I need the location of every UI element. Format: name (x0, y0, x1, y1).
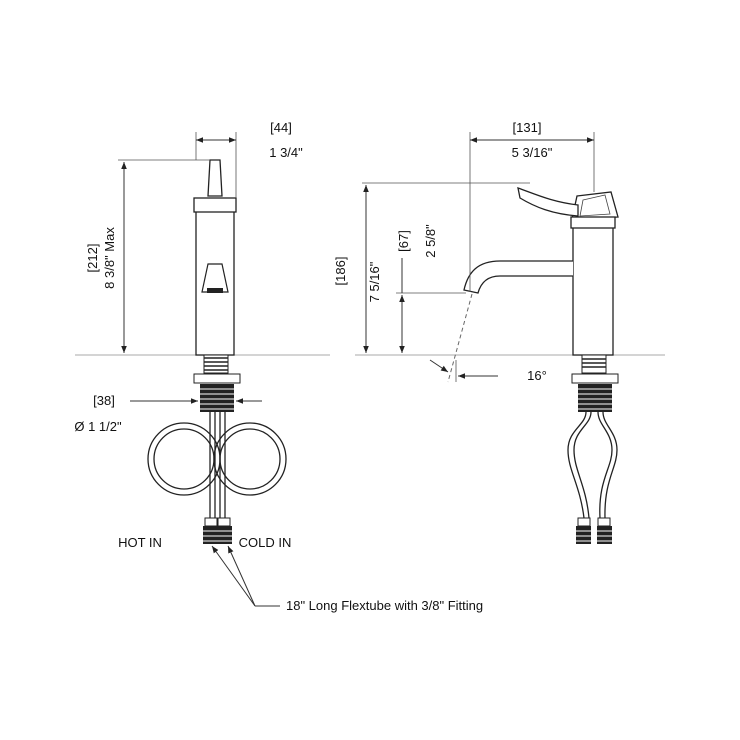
side-height-mm: [186] (333, 257, 348, 286)
front-shank-lower (200, 384, 234, 412)
side-flextubes (567, 411, 618, 519)
side-spout-height-in: 2 5/8" (423, 224, 438, 258)
side-spout-height-dimension: [67] 2 5/8" (396, 224, 466, 353)
front-shank-threads (204, 357, 228, 371)
cold-in-label: COLD IN (239, 535, 292, 550)
front-handle-lever (207, 159, 223, 197)
side-faucet-body (572, 226, 614, 356)
side-shank-lower (578, 384, 612, 412)
front-spout-aerator (201, 263, 229, 293)
side-view: [131] 5 3/16" [186] 7 5/16" [67] 2 5/8" … (333, 120, 665, 544)
side-spout-height-mm: [67] (396, 230, 411, 252)
side-mounting-nut (571, 373, 619, 384)
flextube-note: 18" Long Flextube with 3/8" Fitting (286, 598, 483, 613)
side-handle-base (570, 216, 616, 229)
front-top-width-mm: [44] (270, 120, 292, 135)
side-angle-dimension: 16° (429, 359, 547, 383)
front-base-dia-mm: [38] (93, 393, 115, 408)
side-reach-mm: [131] (513, 120, 542, 135)
side-water-stream (447, 293, 473, 383)
flextube-note-leaders (211, 545, 280, 607)
side-handle-lever (517, 187, 579, 217)
front-top-width-dimension: [44] 1 3/4" (195, 120, 303, 198)
front-height-mm: [212] (85, 244, 100, 273)
front-height-dimension: [212] 8 3/8" Max (85, 159, 210, 353)
side-angle-label: 16° (527, 368, 547, 383)
side-reach-dimension: [131] 5 3/16" (469, 120, 595, 292)
front-top-width-in: 1 3/4" (269, 145, 303, 160)
side-spout (463, 260, 573, 294)
side-shank-upper (581, 354, 607, 374)
front-height-in: 8 3/8" Max (102, 227, 117, 289)
side-height-in: 7 5/16" (367, 261, 382, 302)
front-handle-base (193, 197, 237, 213)
front-base-dia-in: Ø 1 1/2" (74, 419, 122, 434)
front-view: [44] 1 3/4" [212] 8 3/8" Max [38] Ø 1 1/… (74, 120, 483, 613)
front-mounting-nut (193, 373, 241, 384)
side-fittings (576, 517, 612, 544)
front-aerator-tip (207, 288, 223, 293)
front-fittings (203, 517, 232, 544)
side-reach-in: 5 3/16" (512, 145, 553, 160)
front-shank-upper (203, 354, 229, 374)
front-flextubes (147, 412, 287, 518)
side-height-dimension: [186] 7 5/16" (333, 182, 530, 353)
front-base-diameter-dimension: [38] Ø 1 1/2" (74, 393, 262, 434)
hot-in-label: HOT IN (118, 535, 162, 550)
